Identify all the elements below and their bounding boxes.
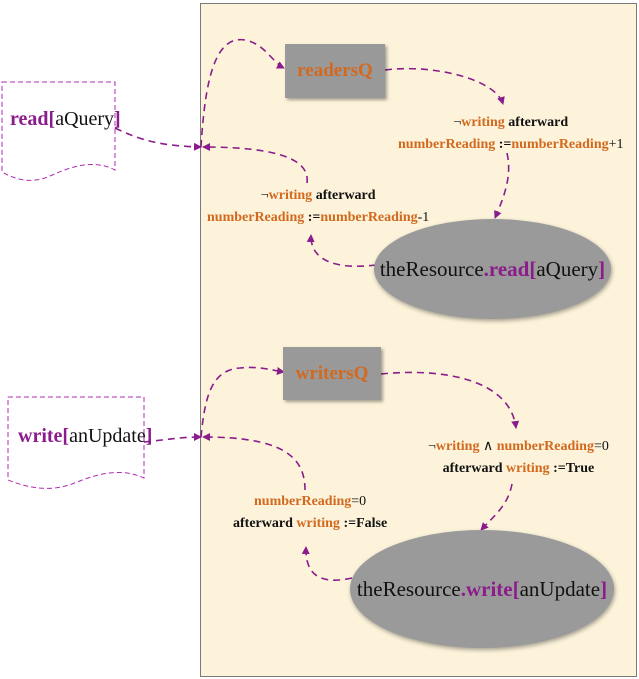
resource-open-bracket: [ — [512, 576, 520, 601]
delta: +1 — [608, 137, 624, 152]
read-resource-out-arrow — [306, 234, 377, 267]
counter-var: numberReading — [496, 439, 594, 454]
read-message-label: read[aQuery] — [10, 108, 121, 131]
resource-open-bracket: [ — [529, 256, 537, 281]
readers-queue-out-arrow — [384, 67, 505, 105]
resource-arg: anUpdate — [519, 576, 601, 601]
write-entry-guard: ¬writing ∧ numberReading=0 afterward wri… — [428, 436, 609, 480]
neg-symbol: ¬ — [453, 115, 462, 130]
assign-op: := — [549, 461, 566, 476]
read-exit-guard: ¬writing afterward numberReading :=numbe… — [207, 185, 429, 229]
resource-dot: . — [483, 256, 489, 281]
write-exit-return-arrow — [202, 433, 306, 491]
write-message-arrow — [143, 433, 202, 443]
writers-queue-out-arrow — [380, 371, 520, 429]
counter-var: numberReading — [207, 210, 305, 225]
read-resource: theResource.read[aQuery] — [374, 219, 611, 319]
writing-var: writing — [296, 516, 340, 531]
readers-queue: readersQ — [285, 44, 385, 98]
read-op: read — [10, 108, 49, 130]
afterward-keyword: afterward — [508, 115, 569, 130]
value: True — [565, 461, 595, 476]
afterward-keyword: afterward — [442, 461, 503, 476]
writing-var: writing — [268, 188, 313, 203]
resource-op: write — [465, 576, 513, 601]
write-open-bracket: [ — [62, 425, 70, 447]
write-message-label: write[anUpdate] — [18, 425, 152, 448]
writing-var: writing — [506, 461, 550, 476]
counter-var: numberReading — [320, 210, 418, 225]
and-symbol: ∧ — [479, 439, 497, 454]
write-resource-out-arrow — [301, 546, 353, 581]
write-resource: theResource.write[anUpdate] — [350, 530, 614, 648]
resource-object: theResource — [379, 256, 484, 281]
neg-symbol: ¬ — [260, 188, 269, 203]
to-writers-queue-arrow — [200, 366, 285, 438]
afterward-keyword: afterward — [233, 516, 293, 531]
assign-op: := — [495, 137, 512, 152]
writers-queue: writersQ — [283, 347, 381, 400]
counter-var: numberReading — [511, 137, 609, 152]
assign-op: := — [339, 516, 357, 531]
read-message-arrow — [114, 127, 202, 151]
eq-zero: =0 — [351, 494, 367, 509]
writing-var: writing — [435, 439, 480, 454]
assign-op: := — [304, 210, 321, 225]
resource-arg: aQuery — [536, 256, 599, 281]
read-open-bracket: [ — [48, 108, 56, 130]
write-op: write — [18, 425, 63, 447]
to-readers-queue-arrow — [200, 38, 285, 148]
write-arg: anUpdate — [69, 425, 146, 447]
read-message-document — [1, 81, 116, 181]
resource-close-bracket: ] — [600, 576, 608, 601]
read-exit-return-arrow — [202, 143, 308, 184]
afterward-keyword: afterward — [315, 188, 376, 203]
read-arg: aQuery — [55, 108, 115, 130]
write-message-document — [7, 396, 145, 489]
write-exit-guard: numberReading=0 afterward writing :=Fals… — [233, 491, 387, 535]
read-close-bracket: ] — [114, 108, 121, 130]
resource-dot: . — [460, 576, 466, 601]
readers-queue-label: readersQ — [297, 60, 373, 81]
read-entry-guard: ¬writing afterward numberReading :=numbe… — [398, 112, 624, 156]
to-write-resource-arrow — [480, 483, 513, 531]
counter-var: numberReading — [398, 137, 496, 152]
resource-object: theResource — [356, 576, 461, 601]
counter-var: numberReading — [254, 494, 352, 509]
to-read-resource-arrow — [494, 152, 510, 219]
value: False — [356, 516, 388, 531]
resource-op: read — [488, 256, 530, 281]
writers-queue-label: writersQ — [295, 362, 369, 384]
writing-var: writing — [461, 115, 505, 130]
resource-close-bracket: ] — [598, 256, 606, 281]
delta: -1 — [417, 210, 430, 225]
write-close-bracket: ] — [145, 425, 153, 447]
eq-zero: =0 — [593, 439, 609, 454]
neg-symbol: ¬ — [428, 439, 436, 454]
